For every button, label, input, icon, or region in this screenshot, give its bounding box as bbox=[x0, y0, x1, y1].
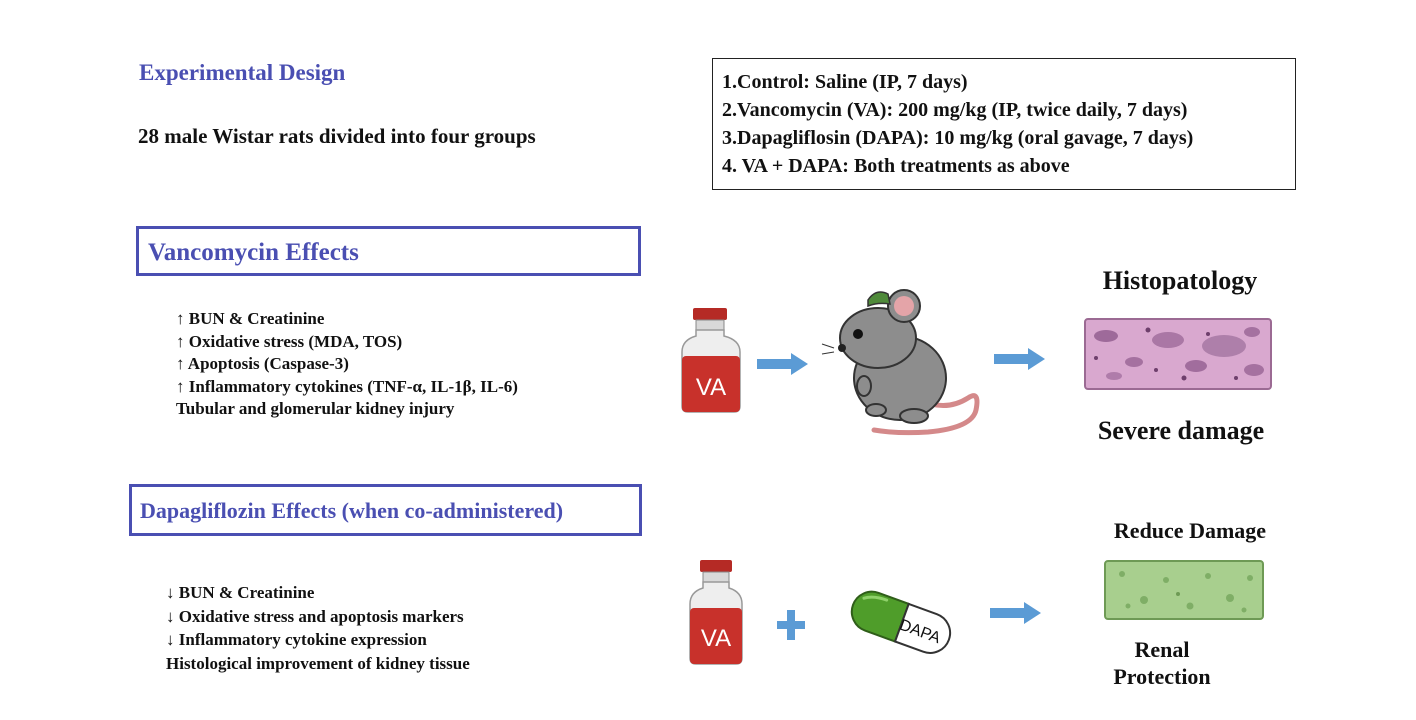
vial-icon: VA bbox=[681, 308, 741, 413]
effect-item: Histological improvement of kidney tissu… bbox=[166, 653, 470, 673]
effect-item: ↑ BUN & Creatinine bbox=[176, 309, 325, 328]
effect-item: ↑ Apoptosis (Caspase-3) bbox=[176, 354, 349, 373]
group-item: 4. VA + DAPA: Both treatments as above bbox=[722, 155, 1070, 177]
protection-result: Renal Protection bbox=[1090, 636, 1234, 690]
tissue-icon bbox=[1104, 560, 1264, 620]
vial-icon: VA bbox=[689, 560, 743, 665]
vancomycin-effects-list: ↑ BUN & Creatinine ↑ Oxidative stress (M… bbox=[176, 308, 518, 421]
histology-title: Histopatology bbox=[1102, 266, 1258, 295]
arrow-right-icon bbox=[757, 353, 808, 375]
dapagliflozin-effects-title: Dapagliflozin Effects (when co-administe… bbox=[140, 498, 564, 523]
vancomycin-effects-box: Vancomycin Effects bbox=[136, 226, 641, 276]
effect-item: ↑ Inflammatory cytokines (TNF-α, IL-1β, … bbox=[176, 376, 518, 396]
arrow-right-icon bbox=[990, 602, 1041, 624]
protection-result-line: Renal bbox=[1134, 637, 1190, 662]
rat-icon bbox=[821, 289, 980, 436]
vial-label: VA bbox=[701, 625, 731, 652]
group-item: 2.Vancomycin (VA): 200 mg/kg (IP, twice … bbox=[722, 99, 1188, 121]
effect-item: Tubular and glomerular kidney injury bbox=[176, 399, 455, 418]
arrow-right-icon bbox=[994, 348, 1045, 370]
effect-item: ↓ BUN & Creatinine bbox=[166, 583, 315, 602]
group-item: 3.Dapagliflosin (DAPA): 10 mg/kg (oral g… bbox=[722, 127, 1194, 149]
dapagliflozin-effects-list: ↓ BUN & Creatinine ↓ Oxidative stress an… bbox=[166, 581, 470, 675]
pill-icon: DAPA bbox=[850, 590, 952, 654]
group-item: 1.Control: Saline (IP, 7 days) bbox=[722, 71, 968, 93]
groups-box: 1.Control: Saline (IP, 7 days) 2.Vancomy… bbox=[712, 58, 1296, 190]
dapagliflozin-effects-box: Dapagliflozin Effects (when co-administe… bbox=[129, 484, 642, 536]
vancomycin-effects-title: Vancomycin Effects bbox=[148, 239, 359, 266]
protection-title: Reduce Damage bbox=[1113, 518, 1267, 543]
plus-icon bbox=[777, 610, 805, 640]
vial-label: VA bbox=[696, 374, 726, 401]
experimental-design-description: 28 male Wistar rats divided into four gr… bbox=[138, 124, 536, 148]
effect-item: ↑ Oxidative stress (MDA, TOS) bbox=[176, 331, 403, 351]
effect-item: ↓ Oxidative stress and apoptosis markers bbox=[166, 606, 464, 626]
tissue-icon bbox=[1084, 318, 1272, 390]
effect-item: ↓ Inflammatory cytokine expression bbox=[166, 630, 427, 649]
experimental-design-title: Experimental Design bbox=[139, 60, 346, 85]
protection-result-line: Protection bbox=[1113, 664, 1211, 689]
histology-result: Severe damage bbox=[1097, 416, 1265, 445]
